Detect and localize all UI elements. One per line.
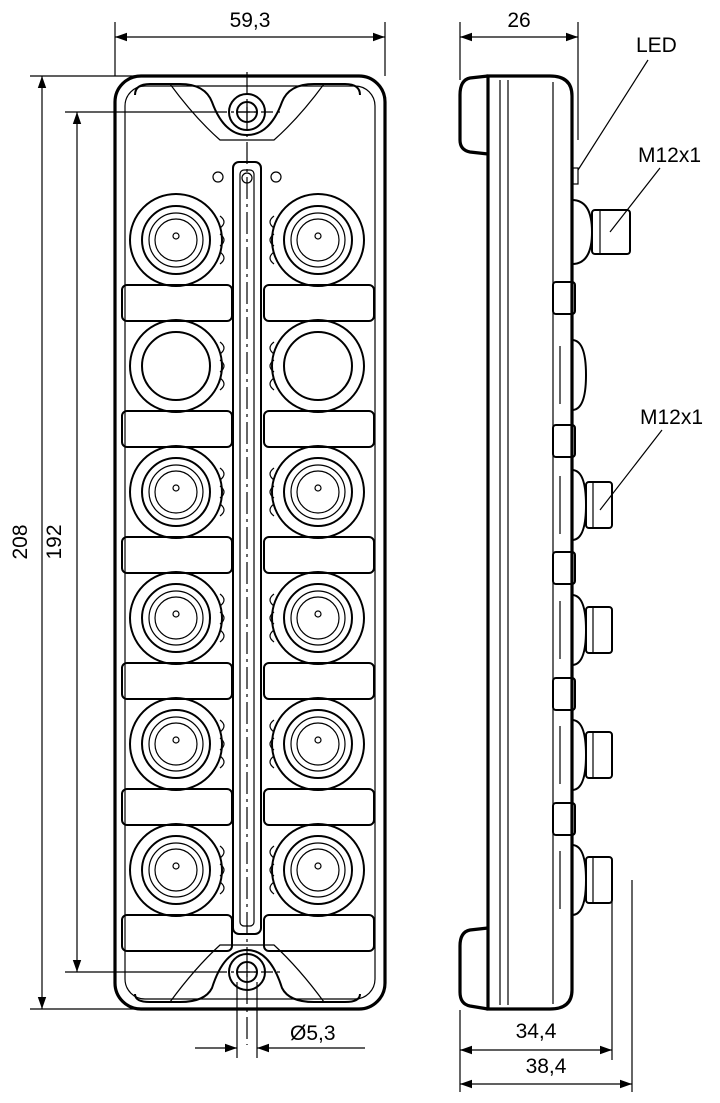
port-marking — [219, 467, 225, 481]
m12-port — [269, 193, 365, 287]
led-window — [572, 167, 579, 185]
port-marking — [219, 251, 225, 265]
side-connector-stack — [552, 199, 631, 916]
port-marking — [269, 359, 275, 373]
side-port-boss — [559, 844, 613, 916]
port-grid — [121, 193, 375, 952]
led-leader-line — [577, 59, 649, 171]
front-view — [113, 72, 387, 1045]
m12-port — [129, 319, 225, 413]
m12-port — [269, 571, 365, 665]
m12-port — [129, 193, 225, 287]
m12-port — [269, 319, 365, 413]
port-marking — [269, 341, 275, 355]
port-marking — [269, 737, 275, 751]
side-port-boss — [559, 594, 613, 666]
side-port-boss — [559, 469, 613, 541]
port-marking — [269, 863, 275, 877]
bottom-lug-inner — [169, 944, 325, 1003]
port-marking — [269, 233, 275, 247]
total-depth-dimension-label: 38,4 — [526, 1055, 567, 1078]
hole-spacing-dimension-label: 192 — [43, 524, 66, 559]
m12-port — [129, 445, 225, 539]
port-marking — [269, 485, 275, 499]
port-marking — [269, 755, 275, 769]
depth-dimension-label: 26 — [507, 9, 530, 32]
connector-top-leader-line — [609, 167, 661, 233]
side-view — [458, 74, 631, 1011]
port-marking — [219, 845, 225, 859]
side-port-boss — [559, 339, 588, 411]
side-clip-tab — [552, 281, 576, 315]
port-marking — [219, 359, 225, 373]
m12-port — [129, 823, 225, 917]
led-left-icon — [212, 171, 224, 183]
row-separator-band — [121, 284, 375, 322]
top-lug-inner — [169, 83, 325, 141]
side-dimensions: 26 34,4 38,4 LED M12x1 M12x1 — [459, 9, 703, 1092]
side-top-flange — [458, 74, 489, 156]
port-marking — [269, 881, 275, 895]
port-marking — [219, 863, 225, 877]
front-housing-outline — [113, 74, 387, 1011]
side-clip-tab — [552, 802, 576, 836]
hole-diameter-label: Ø5,3 — [290, 1022, 336, 1045]
led-right-icon — [270, 171, 282, 183]
led-label: LED — [636, 34, 677, 57]
side-body-outline — [486, 74, 574, 1011]
port-marking — [219, 503, 225, 517]
width-dimension-label: 59,3 — [230, 9, 271, 32]
port-marking — [219, 377, 225, 391]
port-marking — [219, 629, 225, 643]
port-marking — [219, 881, 225, 895]
row-separator-band — [121, 662, 375, 700]
side-connector-top — [571, 199, 631, 265]
port-marking — [219, 233, 225, 247]
row-separator-band — [121, 788, 375, 826]
row-separator-band — [121, 536, 375, 574]
port-marking — [219, 215, 225, 229]
port-marking — [269, 593, 275, 607]
port-marking — [269, 215, 275, 229]
port-marking — [219, 593, 225, 607]
side-port-boss — [559, 719, 613, 791]
port-marking — [219, 755, 225, 769]
port-marking — [219, 737, 225, 751]
side-bottom-flange — [458, 926, 489, 1011]
port-marking — [269, 845, 275, 859]
port-marking — [269, 629, 275, 643]
port-marking — [269, 503, 275, 517]
port-marking — [269, 719, 275, 733]
m12-port — [269, 445, 365, 539]
side-clip-tab — [552, 551, 576, 585]
port-marking — [219, 611, 225, 625]
row-separator-band — [121, 410, 375, 448]
port-marking — [269, 251, 275, 265]
front-dimensions: 59,3 208 192 Ø5,3 — [9, 9, 386, 1058]
port-marking — [219, 719, 225, 733]
row-separator-band — [121, 914, 375, 952]
m12-port — [129, 697, 225, 791]
outer-height-dimension-label: 208 — [9, 524, 32, 559]
connector-side-label: M12x1 — [640, 406, 703, 429]
m12-port — [269, 823, 365, 917]
side-clip-tab — [552, 677, 576, 711]
port-marking — [219, 485, 225, 499]
m12-port — [269, 697, 365, 791]
port-marking — [219, 341, 225, 355]
side-clip-tab — [552, 424, 576, 458]
port-marking — [269, 611, 275, 625]
connector-side-leader-line — [599, 429, 663, 511]
m12-port — [129, 571, 225, 665]
port-marking — [269, 467, 275, 481]
port-marking — [269, 377, 275, 391]
connector-top-label: M12x1 — [638, 144, 701, 167]
body-depth-dimension-label: 34,4 — [516, 1020, 557, 1043]
